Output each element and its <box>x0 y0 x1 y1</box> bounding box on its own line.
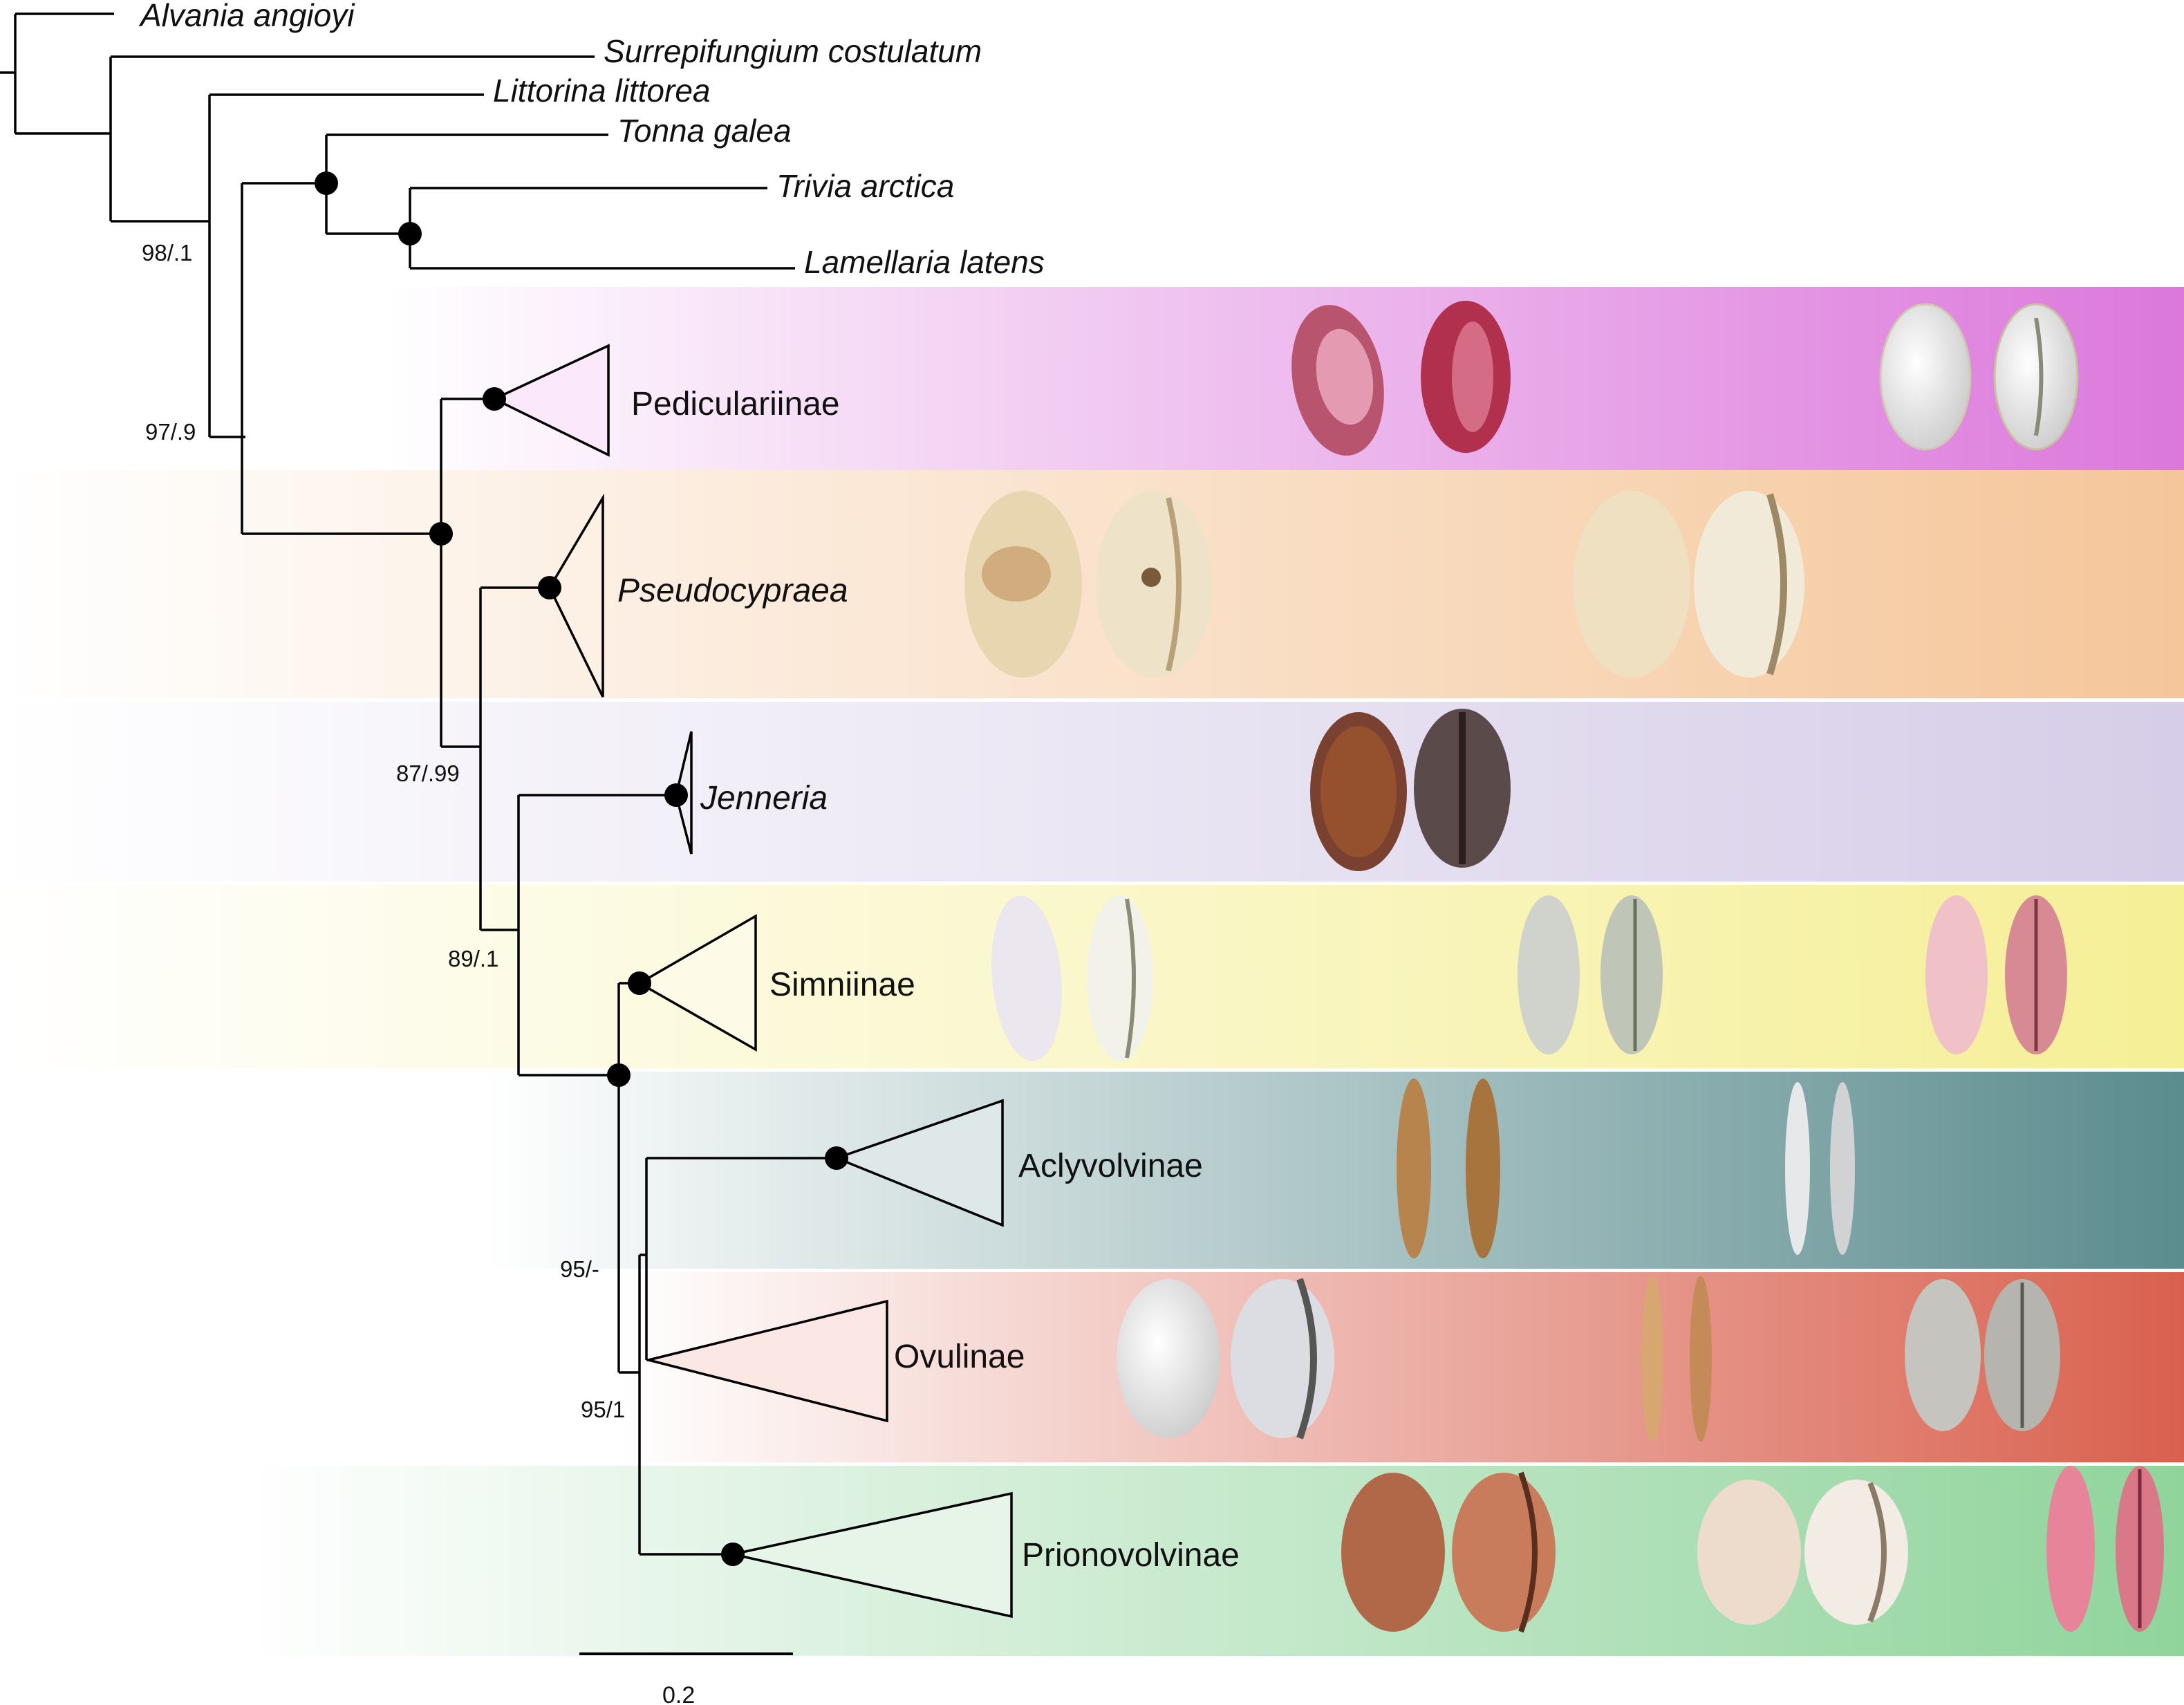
triangle-simniinae <box>637 913 757 1052</box>
shell-image-simniinae-2 <box>1518 895 1663 1054</box>
taxon-label-lamellaria: Lamellaria latens <box>804 244 1045 280</box>
scale-bar-label: 0.2 <box>662 1682 695 1705</box>
clade-label-ovulinae: Ovulinae <box>894 1339 1025 1375</box>
shell-image-aclyvolvinae-2 <box>1785 1082 1855 1255</box>
node-dot-prionovolvinae <box>721 1543 745 1566</box>
triangle-prionovolvinae <box>732 1491 1013 1619</box>
triangle-ovulinae <box>648 1299 888 1423</box>
band-pseudocypraea <box>0 470 2184 698</box>
support-value-87: 87/.99 <box>396 761 460 786</box>
shell-image-pedicularia <box>1291 301 1511 456</box>
node-dot-node7 <box>607 1063 631 1087</box>
node-dot-simniinae <box>628 971 651 995</box>
shell-image-ovulinae-2 <box>1641 1276 1712 1442</box>
support-value-97: 97/.9 <box>145 419 196 445</box>
taxon-label-tonna: Tonna galea <box>617 113 792 149</box>
clade-label-aclyvolvinae: Aclyvolvinae <box>1018 1148 1203 1184</box>
shell-image-prionovolvinae-1 <box>1341 1471 1556 1633</box>
node-dot-pedicularinae <box>483 387 506 411</box>
shell-image-aclyvolvinae-1 <box>1397 1079 1500 1258</box>
clade-label-prionovolvinae: Prionovolvinae <box>1022 1537 1240 1574</box>
support-value-95-1: 95/1 <box>581 1397 625 1422</box>
shell-image-ovulinae-3 <box>1905 1279 2060 1431</box>
shell-image-ovulinae-1 <box>1117 1278 1334 1440</box>
node-dot-jenneria <box>664 783 688 807</box>
clade-triangles <box>491 344 1013 1619</box>
shell-image-pseudocypraea-2 <box>1573 491 1804 678</box>
tree-branches <box>0 12 837 1556</box>
shell-images <box>964 301 2164 1633</box>
taxon-label-surrepifungium: Surrepifungium costulatum <box>604 33 982 69</box>
node-dot-pseudocypraea <box>538 576 561 599</box>
clade-label-pseudocypraea: Pseudocypraea <box>617 572 848 609</box>
shell-image-prionovolvinae-3 <box>2046 1466 2164 1632</box>
node-dot-tonna <box>315 171 338 195</box>
triangle-pseudocypraea <box>548 493 604 698</box>
triangle-pedicularinae <box>491 344 610 457</box>
triangle-aclyvolvinae <box>833 1099 1004 1227</box>
node-dot-ovulidae <box>429 522 453 546</box>
clade-label-jenneria: Jenneria <box>700 780 828 817</box>
support-value-95-dash: 95/- <box>560 1256 599 1282</box>
shell-image-pseudocypraea-1 <box>964 491 1213 678</box>
support-value-98: 98/.1 <box>142 240 192 265</box>
shell-image-simniinae-1 <box>991 895 1153 1061</box>
shell-image-pedicularia-white <box>1879 303 2079 451</box>
shell-image-prionovolvinae-2 <box>1697 1480 1908 1625</box>
band-jenneria <box>0 702 2184 882</box>
shell-image-jenneria <box>1310 709 1511 871</box>
taxon-label-alvania: Alvania angioyi <box>138 0 355 33</box>
clade-label-pedicularinae: Pediculariinae <box>631 386 840 422</box>
node-dot-aclyvolvinae <box>825 1146 848 1170</box>
clade-label-simniinae: Simniinae <box>769 967 915 1003</box>
node-dots <box>315 171 848 1566</box>
taxon-label-trivia: Trivia arctica <box>776 168 954 204</box>
shell-image-simniinae-3 <box>1925 895 2067 1054</box>
support-value-89: 89/.1 <box>448 946 498 971</box>
band-aclyvolvinae <box>484 1072 2184 1269</box>
node-dot-trivia <box>398 222 422 245</box>
taxon-label-littorina: Littorina littorea <box>493 73 711 109</box>
